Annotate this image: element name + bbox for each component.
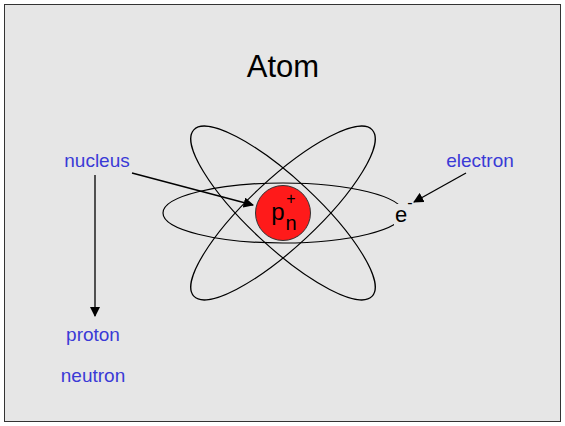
charge-sign: - [407,195,412,211]
electron-symbol: e [394,204,408,226]
orbit [163,183,403,243]
leader-arrow [414,173,466,202]
slide-title: Atom [247,51,319,82]
leader-arrow [94,175,95,316]
orbit [171,105,396,321]
charge-sign: + [286,191,295,207]
part-label: nucleus [64,151,130,170]
particle-symbol: n [285,213,296,233]
orbit [171,105,396,321]
part-label: neutron [61,366,125,385]
leader-arrow [132,173,253,205]
nucleus-circle: p+ n [255,185,311,241]
part-label: electron [446,151,514,170]
part-label: proton [66,325,120,344]
particle-symbol: p [271,200,284,224]
